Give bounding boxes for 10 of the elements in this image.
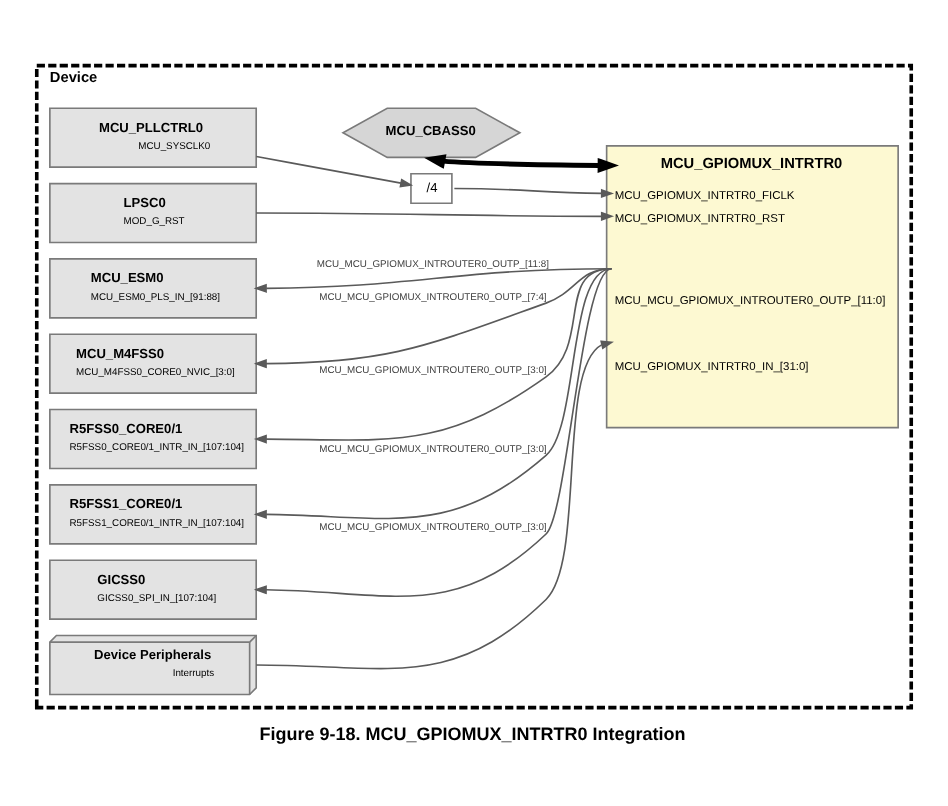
arrow xyxy=(424,154,619,173)
arrow xyxy=(253,267,613,520)
arrow xyxy=(253,267,613,369)
arrow xyxy=(255,340,614,670)
arrow xyxy=(253,267,613,598)
arrow xyxy=(453,187,615,198)
arrow xyxy=(255,211,615,221)
caption: Figure 9-18. MCU_GPIOMUX_INTRTR0 Integration xyxy=(259,724,686,745)
arrow xyxy=(253,267,613,444)
arrow xyxy=(255,155,414,188)
